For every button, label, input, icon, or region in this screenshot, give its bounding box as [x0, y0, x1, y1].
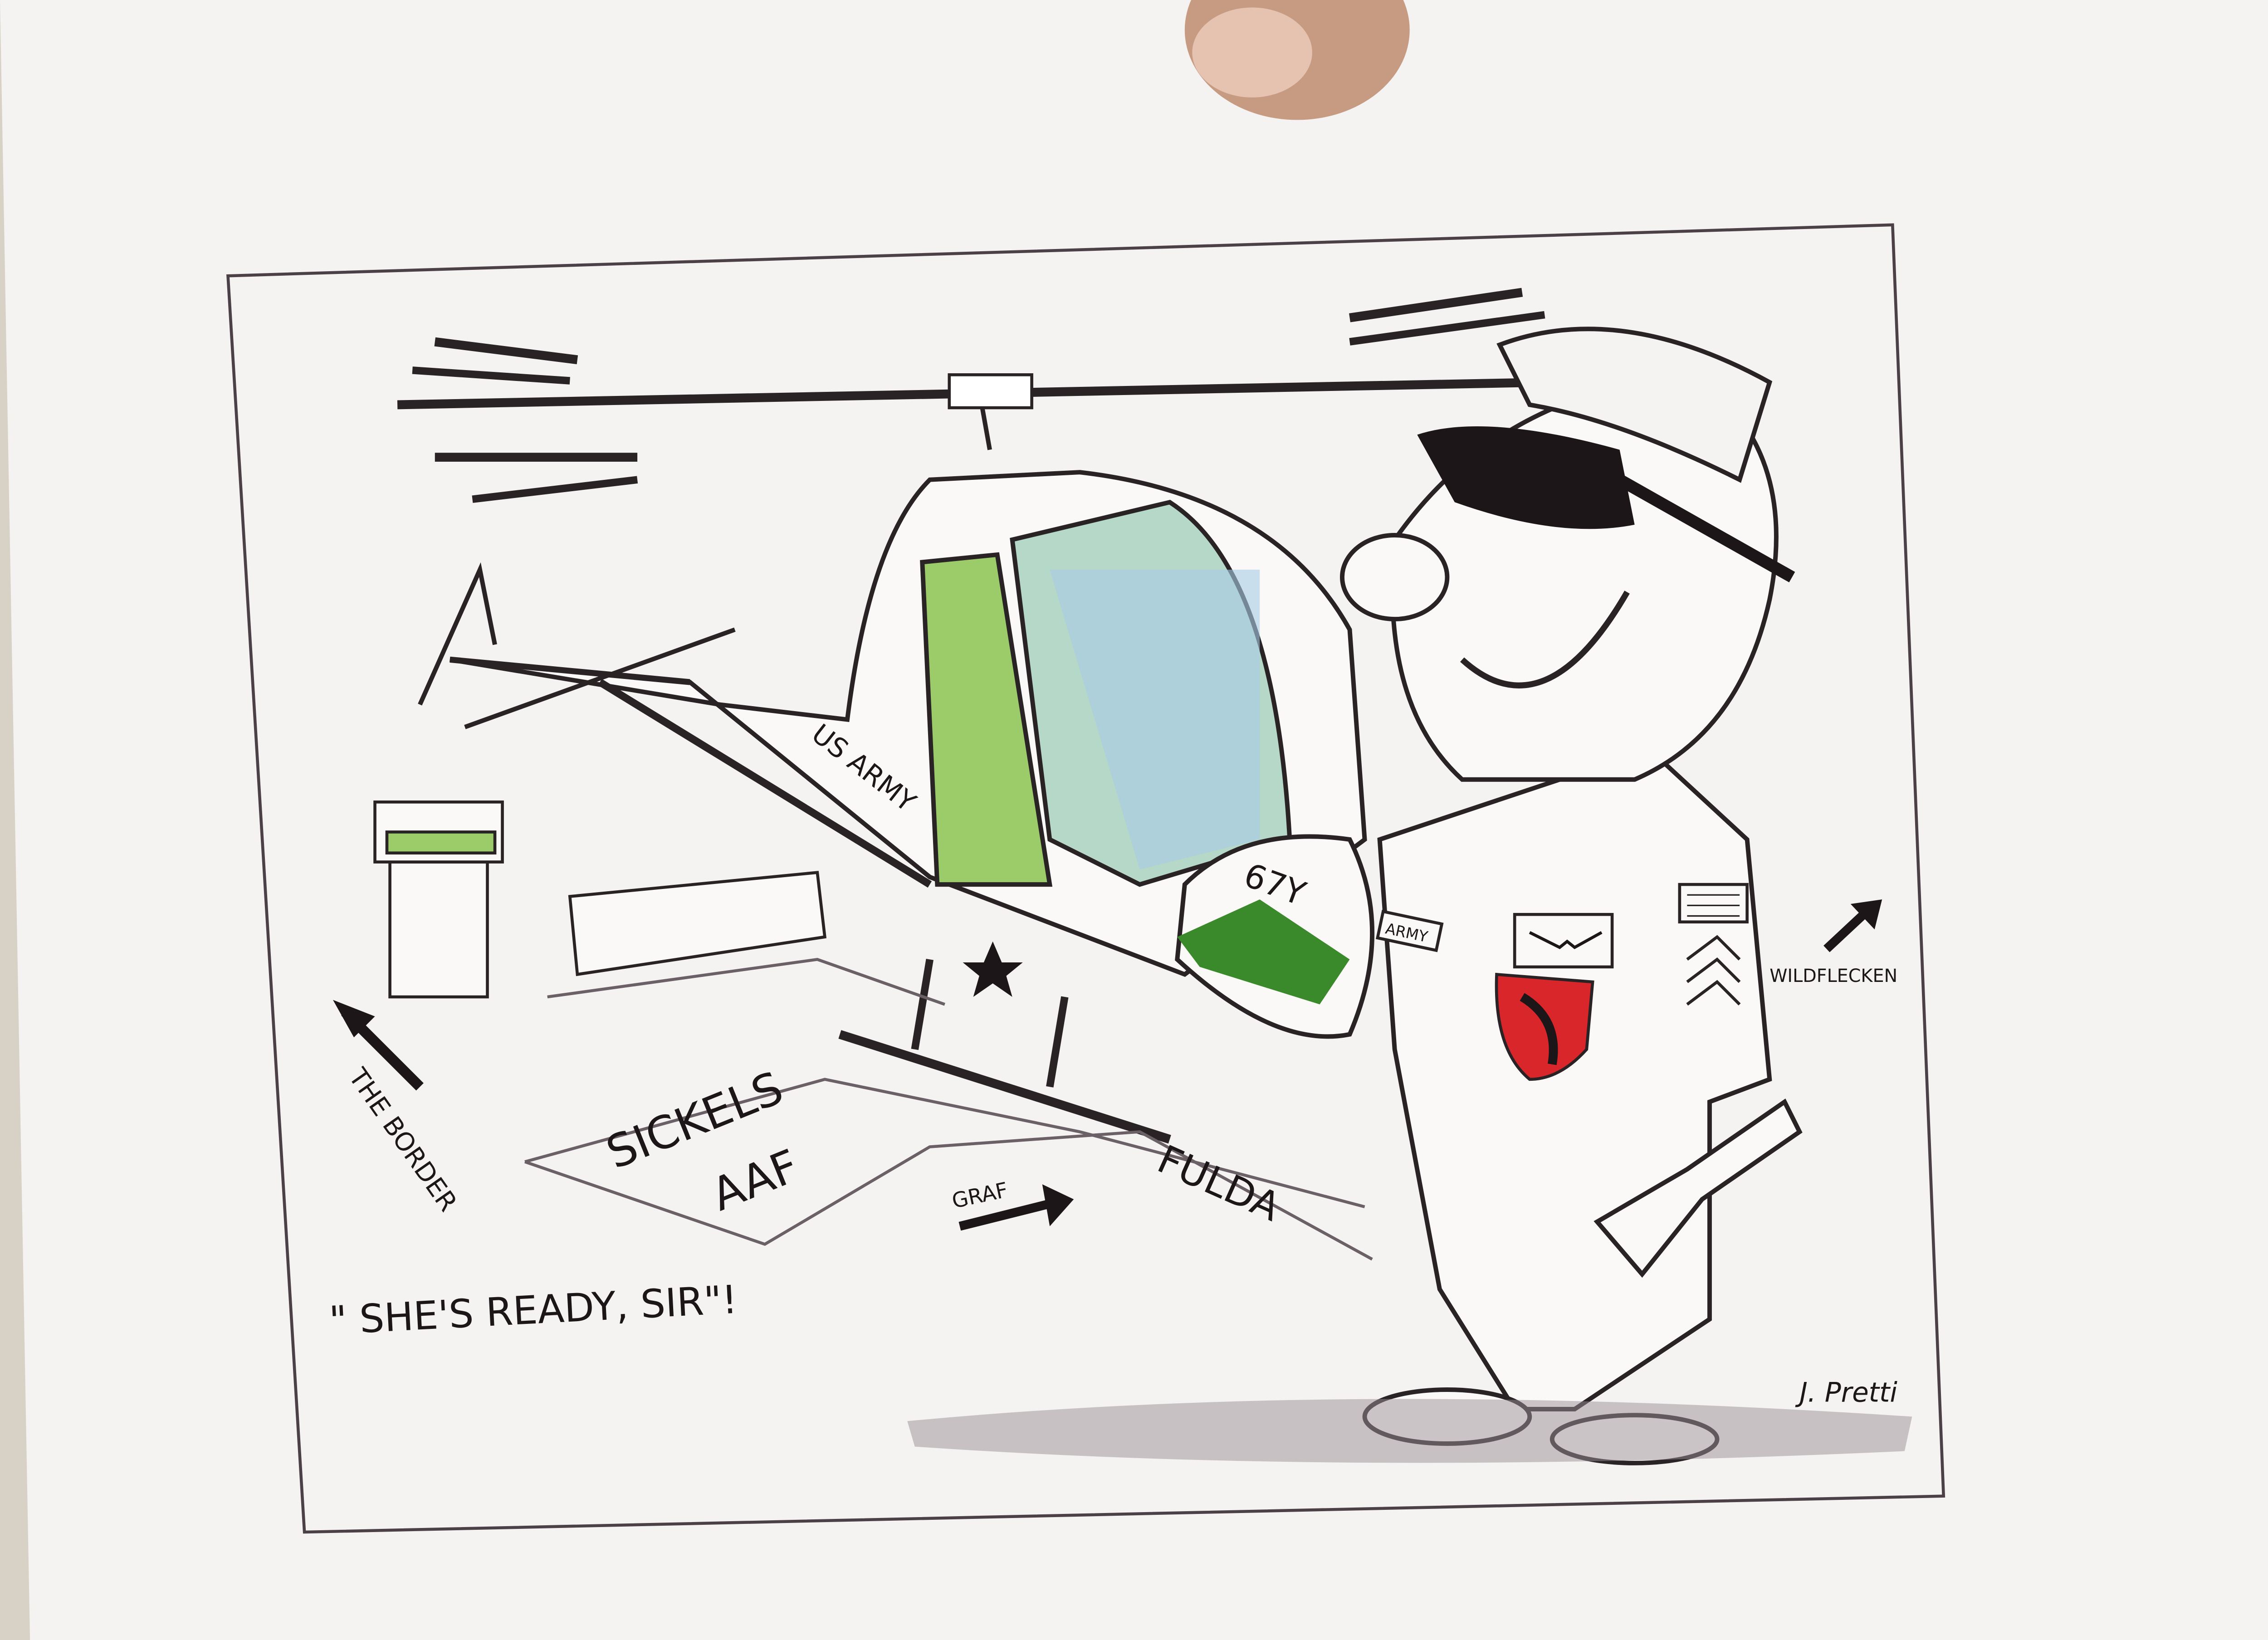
aviator-wings-patch — [1513, 913, 1614, 969]
nose — [1340, 533, 1450, 622]
soldier: 67Y ARMY — [1175, 327, 1803, 1465]
hangar-building — [568, 871, 827, 976]
grin — [1460, 591, 1630, 688]
helicopter: US ARMY — [418, 470, 1367, 1144]
wrench — [1593, 1098, 1803, 1278]
canopy-left — [920, 552, 1053, 887]
thumb — [1184, 0, 1410, 120]
drawing-frame — [226, 223, 1945, 1534]
control-tower — [373, 800, 504, 999]
sunglasses — [1417, 426, 1635, 529]
graf-arrow — [958, 1199, 1051, 1231]
rank-chevrons — [1686, 935, 1741, 1006]
ground-shadow — [907, 1399, 1912, 1463]
rotor-blades — [397, 288, 1545, 503]
wildflecken-label: WILDFLECKEN — [1769, 966, 1897, 986]
signature: J. Pretti — [1795, 1377, 1897, 1408]
